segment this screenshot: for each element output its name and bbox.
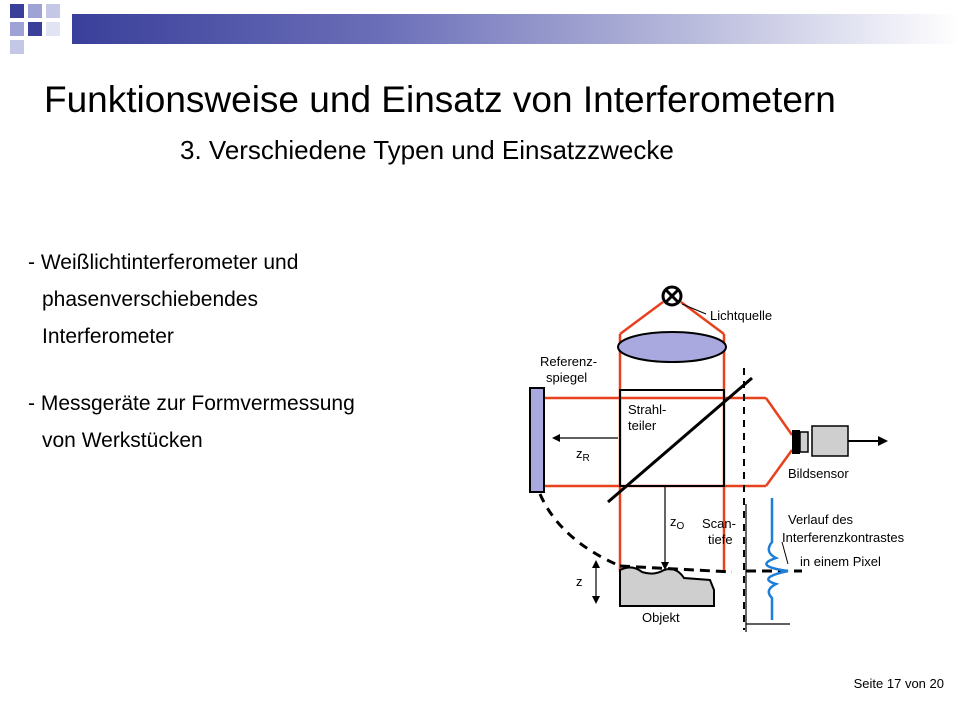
zo-arrowhead <box>661 562 669 570</box>
label-zr: zR <box>576 446 590 464</box>
page-number: Seite 17 von 20 <box>853 676 944 691</box>
object-dash <box>619 564 733 574</box>
slide-subtitle: 3. Verschiedene Typen und Einsatzzwecke <box>180 135 674 165</box>
decor-square <box>10 22 24 36</box>
interferometer-diagram: Lichtquelle Referenz- spiegel Strahl- te… <box>529 285 905 632</box>
label-z: z <box>576 574 583 589</box>
bullet-item: von Werkstücken <box>42 429 203 452</box>
decor-square <box>28 4 42 18</box>
decor-square <box>10 4 24 18</box>
label-scan-depth: Scan- <box>702 516 736 531</box>
label-beam-splitter: teiler <box>628 418 657 433</box>
label-contrast: Verlauf des <box>788 512 854 527</box>
decor-square <box>46 22 60 36</box>
bullet-item: phasenverschiebendes <box>42 288 258 311</box>
bullet-list: - Weißlichtinterferometer und phasenvers… <box>28 244 468 459</box>
label-zo: zO <box>670 514 685 532</box>
slide-title: Funktionsweise und Einsatz von Interfero… <box>44 79 836 120</box>
lens <box>617 331 727 363</box>
zr-arrowhead <box>552 434 560 442</box>
z-arrowhead-down <box>592 596 600 604</box>
label-object: Objekt <box>642 610 680 625</box>
beam-splitter-diagonal <box>607 376 753 504</box>
label-image-sensor: Bildsensor <box>788 466 849 481</box>
label-reference-mirror: spiegel <box>546 370 587 385</box>
label-scan-depth: tiefe <box>708 532 733 547</box>
label-light-source: Lichtquelle <box>710 308 772 323</box>
label-contrast: in einem Pixel <box>800 554 881 569</box>
scan-arc <box>538 493 621 568</box>
bullet-item: Interferometer <box>42 325 174 348</box>
light-source-icon <box>661 285 683 307</box>
camera-icon <box>792 425 888 457</box>
leader-line <box>681 303 707 315</box>
label-contrast: Interferenzkontrastes <box>782 530 905 545</box>
decor-square <box>46 4 60 18</box>
beam-splitter <box>619 389 725 487</box>
label-reference-mirror: Referenz- <box>540 354 597 369</box>
header-bar <box>72 14 960 44</box>
decor-square <box>10 40 24 54</box>
label-beam-splitter: Strahl- <box>628 402 666 417</box>
contrast-signal <box>765 498 789 620</box>
reference-mirror <box>529 387 545 493</box>
decor-square <box>28 22 42 36</box>
bullet-item: - Weißlichtinterferometer und <box>28 251 299 274</box>
bullet-item: - Messgeräte zur Formvermessung <box>28 392 355 415</box>
object-shape <box>619 566 715 607</box>
z-arrowhead-up <box>592 560 600 568</box>
leader-line <box>781 541 789 565</box>
